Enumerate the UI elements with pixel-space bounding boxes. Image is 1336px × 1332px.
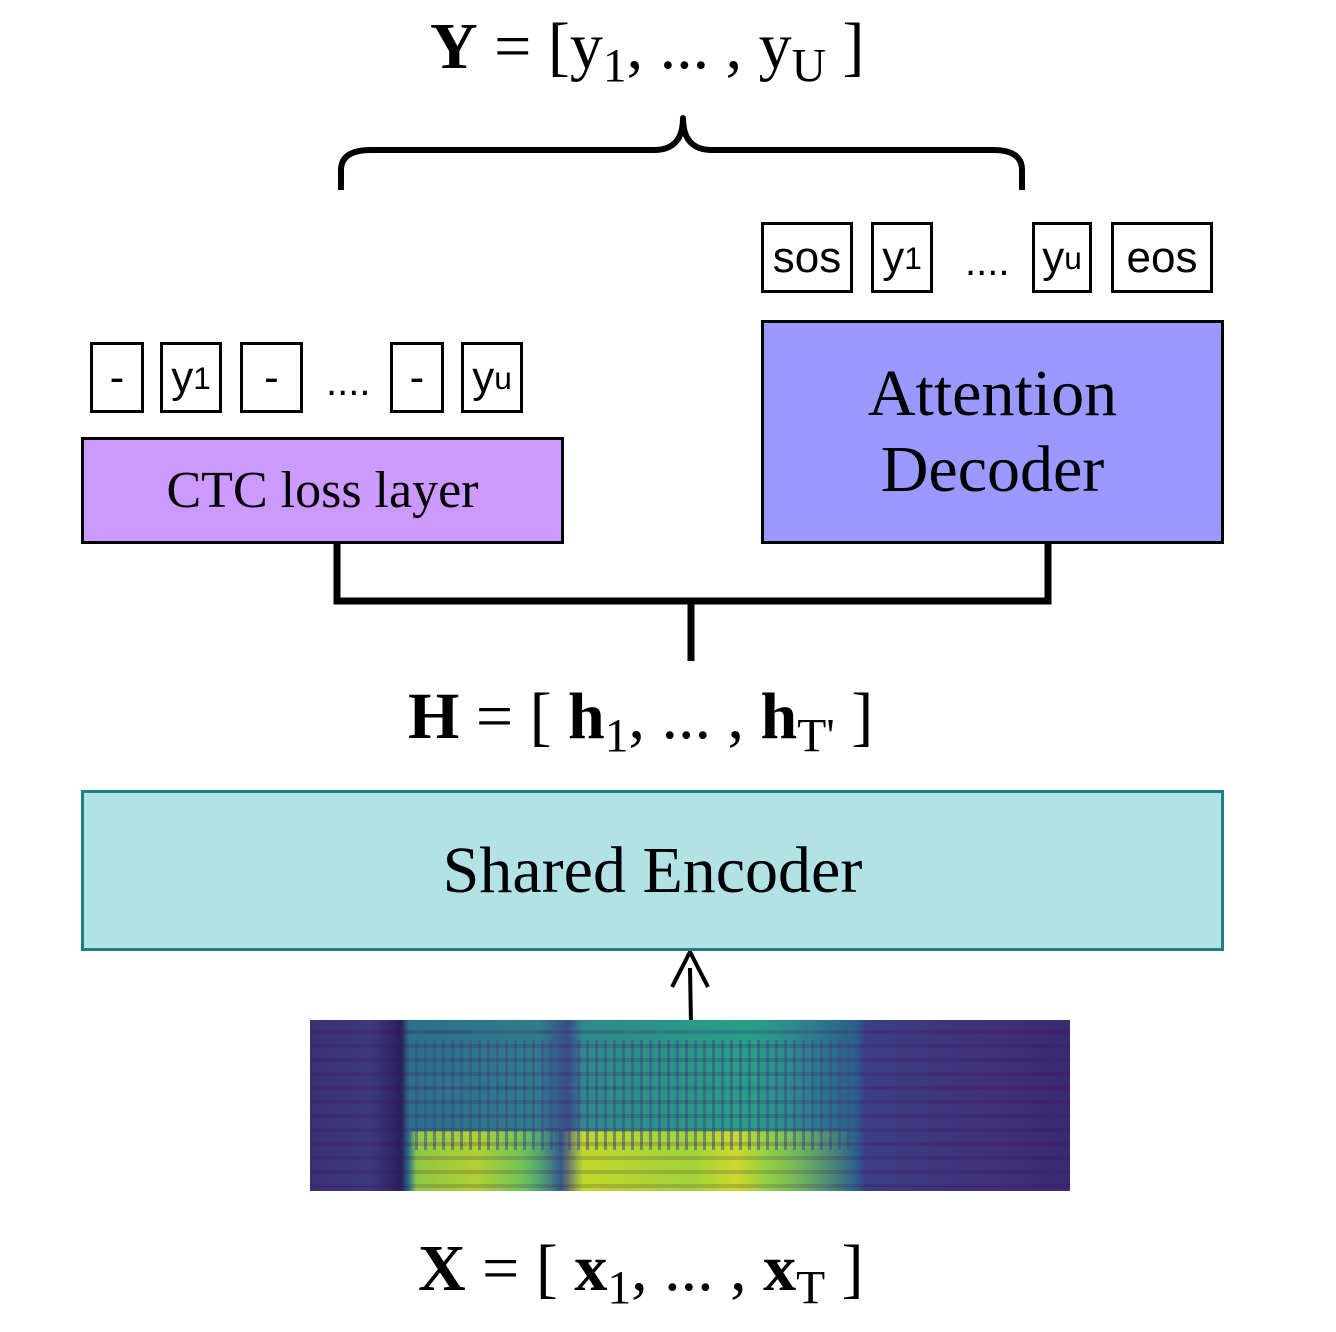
output-sequence-symbol: Y bbox=[430, 10, 478, 83]
equation-equals: = [ bbox=[477, 10, 570, 83]
ctc-loss-layer-label: CTC loss layer bbox=[166, 461, 479, 519]
dec-ellipsis: .... bbox=[965, 240, 1010, 284]
ctc-token-blank: - bbox=[390, 342, 444, 413]
ctc-token-blank: - bbox=[90, 342, 144, 413]
ctc-loss-layer: CTC loss layer bbox=[81, 437, 564, 544]
equation-ellipsis: , ... , bbox=[628, 680, 761, 753]
fork-connector bbox=[333, 543, 1052, 605]
equation-subscript: 1 bbox=[602, 40, 627, 93]
equation-subscript: 1 bbox=[607, 1262, 632, 1315]
equation-term: y bbox=[569, 10, 603, 83]
equation-ellipsis: , ... , bbox=[626, 10, 759, 83]
hidden-sequence-equation: H = [ h1, ... , hT' ] bbox=[408, 684, 873, 761]
equation-subscript: T bbox=[796, 1262, 826, 1315]
equation-equals: = [ bbox=[459, 680, 569, 753]
spectrogram-image bbox=[310, 1020, 1070, 1191]
equation-subscript: 1 bbox=[604, 710, 629, 763]
shared-encoder-label: Shared Encoder bbox=[442, 833, 863, 907]
attention-decoder: Attention Decoder bbox=[761, 320, 1224, 544]
attention-decoder-label-line1: Attention bbox=[867, 357, 1118, 431]
output-sequence-equation: Y = [y1, ... , yU ] bbox=[430, 14, 864, 91]
equation-term: x bbox=[763, 1232, 797, 1305]
equation-term: h bbox=[760, 680, 798, 753]
input-sequence-equation: X = [ x1, ... , xT ] bbox=[418, 1236, 864, 1313]
equation-bracket: ] bbox=[825, 1232, 864, 1305]
equation-equals: = [ bbox=[465, 1232, 575, 1305]
output-brace bbox=[338, 115, 1025, 190]
equation-ellipsis: , ... , bbox=[631, 1232, 764, 1305]
equation-subscript: U bbox=[791, 40, 826, 93]
ctc-ellipsis: .... bbox=[326, 360, 371, 404]
input-arrow-shaft bbox=[688, 967, 693, 1026]
input-sequence-symbol: X bbox=[418, 1232, 466, 1305]
equation-term: y bbox=[758, 10, 792, 83]
equation-term: h bbox=[568, 680, 605, 753]
equation-bracket: ] bbox=[825, 10, 865, 83]
hidden-sequence-symbol: H bbox=[408, 680, 460, 753]
shared-encoder: Shared Encoder bbox=[81, 790, 1224, 951]
dec-token-eos: eos bbox=[1111, 222, 1213, 293]
ctc-token-blank: - bbox=[240, 342, 303, 413]
equation-term: x bbox=[574, 1232, 608, 1305]
input-arrow-head bbox=[670, 947, 710, 988]
attention-decoder-label-line2: Decoder bbox=[880, 433, 1105, 506]
equation-bracket: ] bbox=[834, 680, 874, 753]
equation-subscript: T' bbox=[797, 710, 835, 763]
dec-token-sos: sos bbox=[761, 222, 853, 293]
